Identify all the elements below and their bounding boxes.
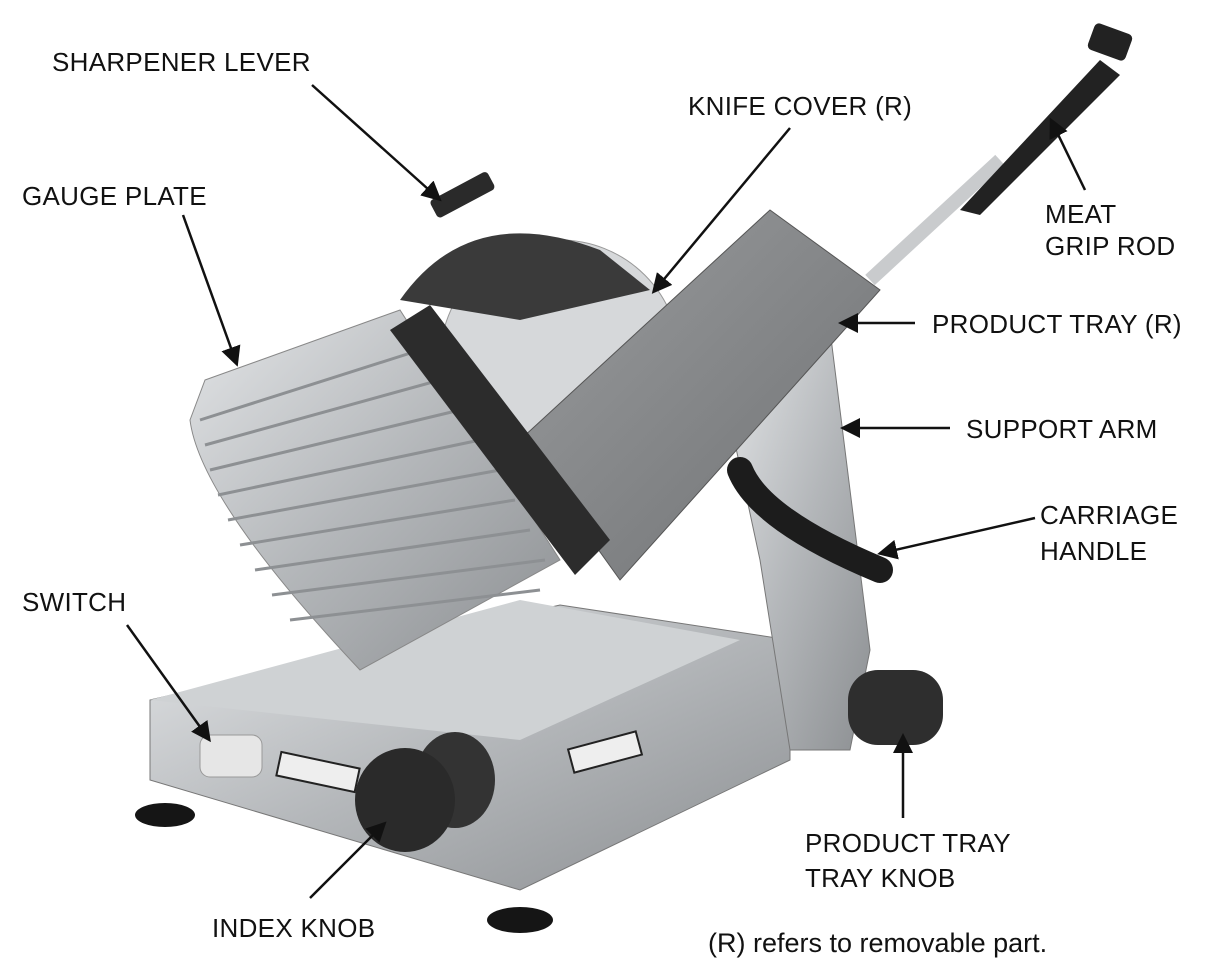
meat-grip-rod: [865, 154, 1005, 286]
label-gauge-plate: GAUGE PLATE: [22, 181, 207, 211]
arrow-carriage-handle: [877, 516, 1036, 560]
hobart-logo: [275, 730, 644, 794]
carriage-handle: [727, 457, 893, 583]
sharpener-lever: [430, 172, 495, 218]
arrow-meat-grip-rod: [1049, 117, 1087, 191]
switch-shape: [199, 734, 263, 778]
label-sharpener-lever: SHARPENER LEVER: [52, 47, 311, 77]
label-switch: SWITCH: [22, 587, 127, 617]
arrow-knife-cover: [651, 127, 791, 294]
arrow-sharpener-lever: [311, 84, 442, 202]
product-tray-knob-shape: [848, 670, 943, 745]
arrow-index-knob: [309, 821, 387, 899]
label-meat-grip-rod-line1: MEAT: [1045, 199, 1117, 229]
footnote: (R) refers to removable part.: [708, 928, 1048, 958]
foot: [487, 907, 553, 933]
base-top: [150, 600, 740, 740]
foot: [135, 803, 195, 827]
label-knife-cover: KNIFE COVER (R): [688, 91, 913, 121]
label-product-tray: PRODUCT TRAY (R): [932, 309, 1182, 339]
arrow-switch: [125, 624, 211, 743]
gauge-plate: [189, 309, 561, 671]
label-carriage-handle-line2: HANDLE: [1040, 536, 1148, 566]
label-index-knob: INDEX KNOB: [212, 913, 376, 943]
arrow-gauge-plate: [181, 214, 241, 367]
label-product-tray-knob-line2: TRAY KNOB: [805, 863, 956, 893]
label-support-arm: SUPPORT ARM: [966, 414, 1158, 444]
meat-grip: [960, 60, 1120, 215]
knife-cover: [400, 233, 650, 320]
tray-rail: [390, 305, 610, 575]
label-meat-grip-rod-line2: GRIP ROD: [1045, 231, 1176, 261]
label-carriage-handle-line1: CARRIAGE: [1040, 500, 1179, 530]
label-product-tray-knob-line1: PRODUCT TRAY: [805, 828, 1011, 858]
